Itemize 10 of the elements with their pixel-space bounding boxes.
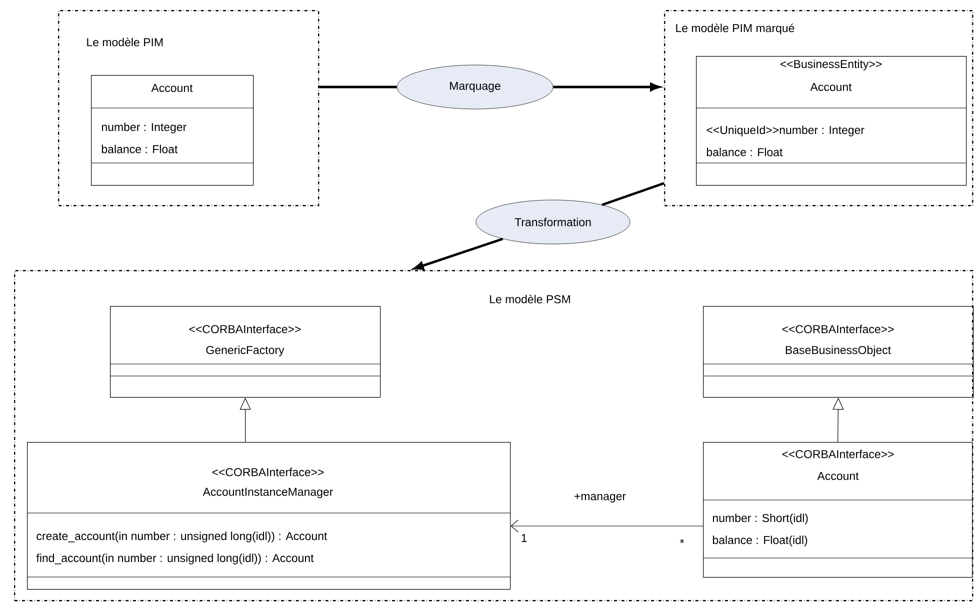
class-box: <<CORBAInterface>> AccountInstanceManager create_account(in number : unsigned long(idl)) : Account find_account(in number : unsigned long(idl)) : Account (26, 442, 511, 590)
class-box: <<CORBAInterface>> GenericFactory (110, 306, 381, 398)
class-box: <<CORBAInterface>> BaseBusinessObject (702, 306, 974, 398)
class-box: <<BusinessEntity>> Account <<UniqueId>>number : Integer balance : Float (696, 56, 967, 186)
class-box: <<CORBAInterface>> Account number : Short(idl) balance : Float(idl) (702, 442, 973, 578)
edge-label: +manager (572, 492, 628, 504)
class-box: Account number : Integer balance : Float (90, 75, 254, 186)
multiplicity-label: 1 (522, 534, 527, 542)
arrow (510, 520, 704, 532)
multiplicity-label: * (680, 539, 684, 544)
